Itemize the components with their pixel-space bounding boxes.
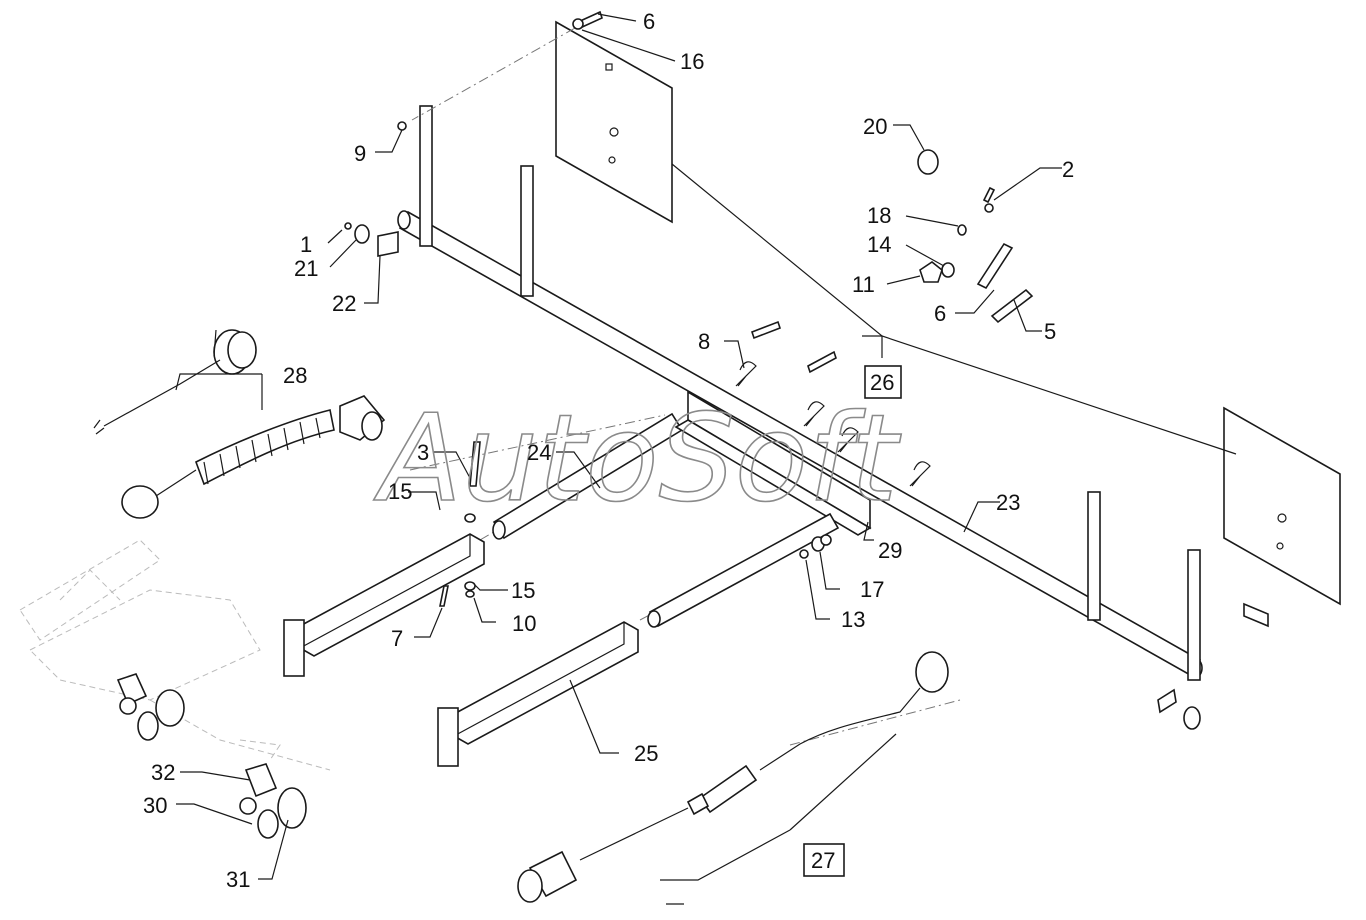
callout-3: 3 xyxy=(417,440,429,465)
inner-tube xyxy=(647,512,840,628)
callout-22: 22 xyxy=(332,291,356,316)
callout-23: 23 xyxy=(996,490,1020,515)
fasteners xyxy=(344,10,1269,730)
callout-17: 17 xyxy=(860,577,884,602)
callout-11: 11 xyxy=(852,272,875,297)
mounting-plate-left xyxy=(555,20,673,224)
callout-31: 31 xyxy=(226,867,250,892)
callout-9: 9 xyxy=(354,141,366,166)
callout-8: 8 xyxy=(698,329,710,354)
callout-32: 32 xyxy=(151,760,175,785)
callout-27: 27 xyxy=(811,848,835,873)
callout-26: 26 xyxy=(870,370,894,395)
callout-30: 30 xyxy=(143,793,167,818)
center-bracket xyxy=(674,390,872,536)
callout-14: 14 xyxy=(867,232,891,257)
callout-24: 24 xyxy=(527,440,551,465)
callout-7: 7 xyxy=(391,626,403,651)
square-arm-upper xyxy=(283,533,485,677)
callout-5: 5 xyxy=(1044,319,1056,344)
callout-20: 20 xyxy=(863,114,887,139)
centerline xyxy=(411,27,576,121)
callout-10: 10 xyxy=(512,611,536,636)
callout-16: 16 xyxy=(680,49,704,74)
callout-1: 1 xyxy=(300,232,312,257)
callout-28: 28 xyxy=(283,363,307,388)
lamp-cable-assembly-27 xyxy=(517,651,949,903)
callout-2: 2 xyxy=(1062,157,1074,182)
vehicle-frame-ghost xyxy=(19,539,331,771)
callout-18: 18 xyxy=(867,203,891,228)
callout-15: 15 xyxy=(511,578,535,603)
callout-6: 6 xyxy=(643,9,655,34)
square-arm-lower xyxy=(437,621,639,767)
lamp-cable-assembly-28 xyxy=(93,329,386,519)
callout-15: 15 xyxy=(388,479,412,504)
callout-27-box xyxy=(803,843,845,877)
u-bolts xyxy=(735,361,931,487)
autosoft-watermark: AutoSoft xyxy=(373,390,901,529)
callout-6: 6 xyxy=(934,301,946,326)
callout-13: 13 xyxy=(841,607,865,632)
callout-29: 29 xyxy=(878,538,902,563)
vertical-brackets xyxy=(419,105,1201,681)
callout-21: 21 xyxy=(294,256,318,281)
leader-lines xyxy=(175,13,1237,905)
centerline xyxy=(789,699,961,746)
callout-25: 25 xyxy=(634,741,658,766)
mounting-plate-right xyxy=(1223,406,1341,606)
callout-26-box xyxy=(864,365,902,399)
centerline xyxy=(409,414,666,471)
side-marker-lights xyxy=(116,673,307,839)
